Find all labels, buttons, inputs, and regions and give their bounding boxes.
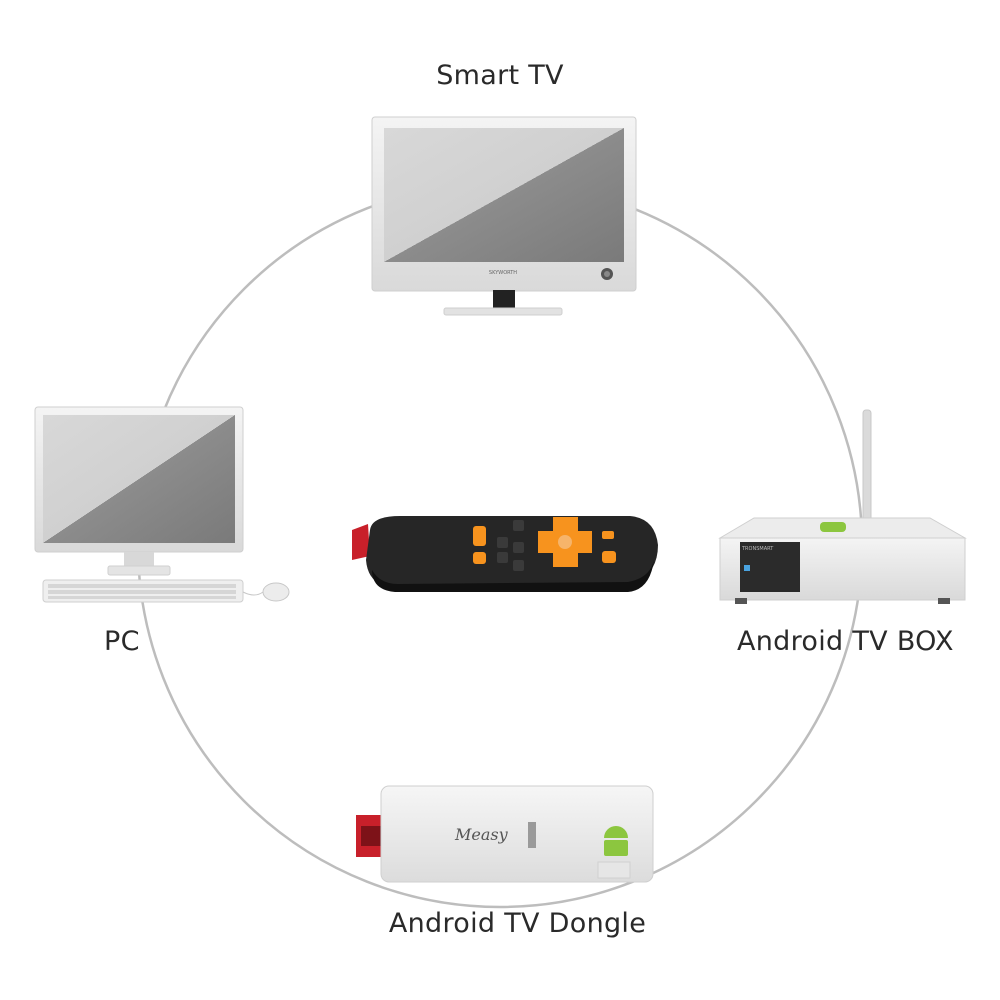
smart-tv-icon: SKYWORTH: [371, 116, 637, 316]
android-logo-icon: [604, 826, 628, 856]
desktop-pc-icon: [34, 406, 290, 603]
hdmi-dongle-icon: Measy: [356, 785, 654, 883]
tv-brand-text: SKYWORTH: [489, 270, 517, 276]
tv-box-icon: TRONSMART: [718, 409, 967, 604]
keyboard-icon: [42, 579, 244, 603]
pc-label: PC: [104, 626, 140, 657]
box-brand-text: TRONSMART: [741, 546, 774, 552]
dongle-brand-text: Measy: [454, 825, 509, 844]
tv-box-label: Android TV BOX: [737, 626, 954, 657]
dongle-label: Android TV Dongle: [388, 908, 647, 939]
mouse-icon: [262, 582, 290, 602]
smart-tv-label: Smart TV: [436, 60, 564, 91]
remote-control-icon: [352, 516, 658, 592]
